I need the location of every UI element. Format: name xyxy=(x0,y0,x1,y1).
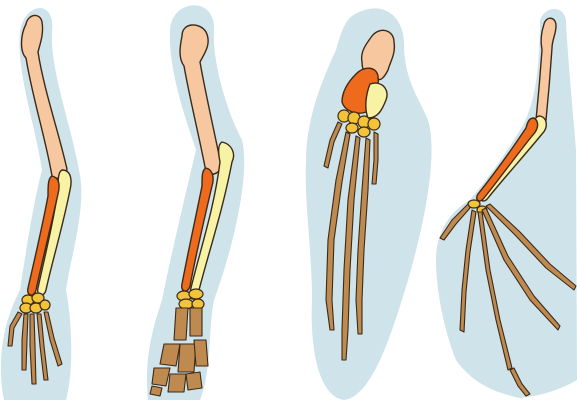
bat-wing-halo xyxy=(436,9,577,398)
cat-leg xyxy=(147,5,244,400)
whale-flipper xyxy=(306,8,432,400)
bat-wing xyxy=(436,9,577,398)
human-arm xyxy=(1,8,81,400)
